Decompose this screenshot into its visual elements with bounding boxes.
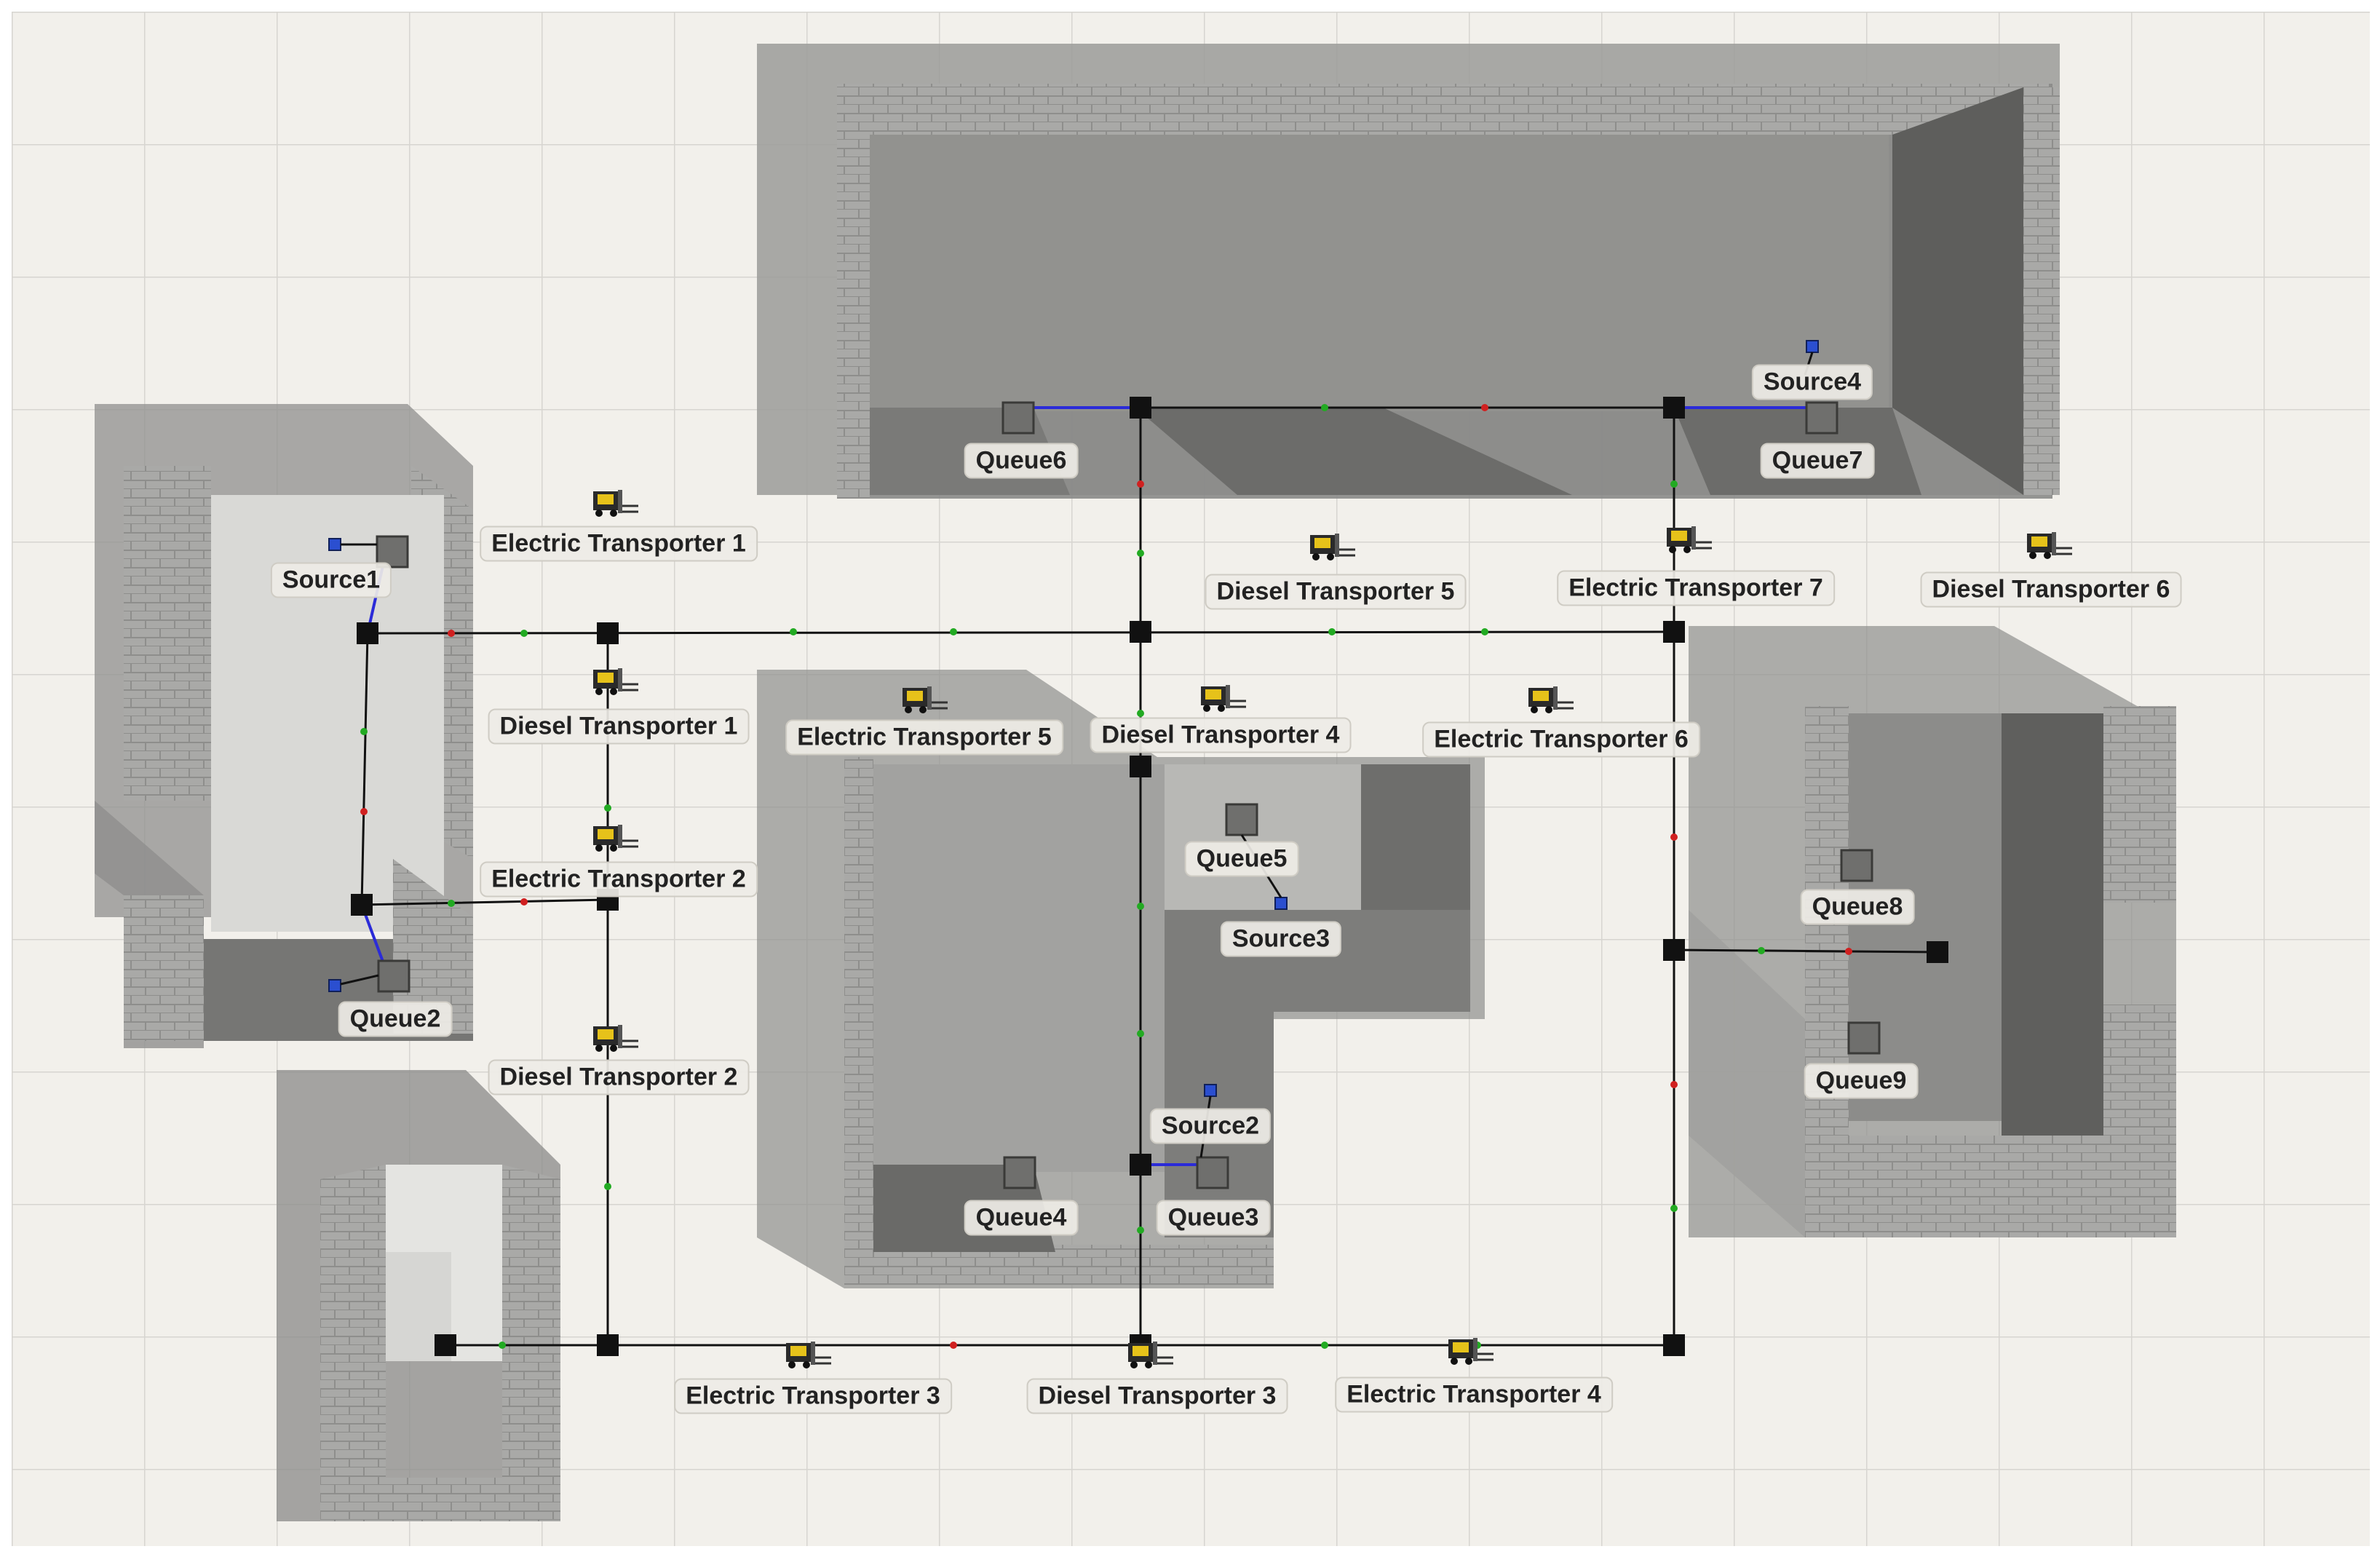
- forklift-icon[interactable]: [1528, 686, 1574, 713]
- forklift-icon[interactable]: [593, 490, 638, 517]
- label-queue6[interactable]: Queue6: [964, 443, 1079, 479]
- path-direction-markers: [360, 404, 1852, 1349]
- label-queue8[interactable]: Queue8: [1800, 889, 1915, 925]
- warehouse-top: [757, 44, 2060, 499]
- label-queue7[interactable]: Queue7: [1760, 443, 1875, 479]
- queue-box-queue9: [1847, 1021, 1881, 1055]
- label-electric-transporter-3[interactable]: Electric Transporter 3: [674, 1378, 952, 1414]
- label-queue4[interactable]: Queue4: [964, 1200, 1079, 1236]
- label-source1[interactable]: Source1: [270, 562, 392, 598]
- forklift-icon[interactable]: [593, 1025, 638, 1052]
- source-marker-queue2: [328, 979, 341, 992]
- label-queue5[interactable]: Queue5: [1184, 841, 1299, 877]
- queue-box-queue2: [377, 959, 410, 993]
- forklift-icon[interactable]: [2027, 532, 2072, 559]
- label-electric-transporter-5[interactable]: Electric Transporter 5: [785, 719, 1063, 756]
- label-electric-transporter-1[interactable]: Electric Transporter 1: [480, 526, 758, 562]
- forklift-icon[interactable]: [1201, 685, 1246, 712]
- label-electric-transporter-4[interactable]: Electric Transporter 4: [1335, 1376, 1613, 1413]
- label-electric-transporter-2[interactable]: Electric Transporter 2: [480, 861, 758, 898]
- label-diesel-transporter-3[interactable]: Diesel Transporter 3: [1026, 1378, 1288, 1414]
- forklift-icon[interactable]: [1310, 534, 1355, 560]
- label-diesel-transporter-4[interactable]: Diesel Transporter 4: [1090, 717, 1352, 753]
- forklift-icon[interactable]: [1448, 1338, 1494, 1365]
- label-diesel-transporter-1[interactable]: Diesel Transporter 1: [488, 708, 750, 745]
- queue-box-queue7: [1805, 401, 1838, 435]
- forklift-icon[interactable]: [786, 1342, 831, 1368]
- queue-box-queue5: [1225, 803, 1258, 836]
- queue-box-queue6: [1001, 401, 1035, 435]
- label-queue3[interactable]: Queue3: [1156, 1200, 1271, 1236]
- forklift-icon[interactable]: [593, 668, 638, 695]
- forklift-icon[interactable]: [1667, 526, 1712, 553]
- queue-box-queue4: [1003, 1156, 1036, 1189]
- label-source4[interactable]: Source4: [1751, 364, 1873, 400]
- queue-box-queue3: [1196, 1156, 1229, 1189]
- forklift-icon[interactable]: [1128, 1342, 1173, 1368]
- queue-boxes[interactable]: [376, 401, 1881, 1189]
- queue-box-queue8: [1840, 849, 1873, 882]
- label-diesel-transporter-2[interactable]: Diesel Transporter 2: [488, 1059, 750, 1096]
- warehouse-center: [757, 670, 1485, 1288]
- queue-box-source1: [376, 535, 409, 568]
- label-electric-transporter-6[interactable]: Electric Transporter 6: [1422, 721, 1700, 758]
- label-queue9[interactable]: Queue9: [1804, 1063, 1919, 1099]
- label-queue2[interactable]: Queue2: [338, 1001, 453, 1037]
- label-source3[interactable]: Source3: [1220, 921, 1342, 957]
- label-diesel-transporter-6[interactable]: Diesel Transporter 6: [1920, 571, 2182, 608]
- forklift-icon[interactable]: [593, 825, 638, 852]
- forklift-icon[interactable]: [903, 686, 948, 713]
- warehouse-bottom-left: [277, 1070, 560, 1521]
- label-diesel-transporter-5[interactable]: Diesel Transporter 5: [1205, 574, 1467, 610]
- label-electric-transporter-7[interactable]: Electric Transporter 7: [1557, 570, 1835, 606]
- label-source2[interactable]: Source2: [1149, 1108, 1272, 1144]
- transporter-icons[interactable]: [593, 490, 2072, 1368]
